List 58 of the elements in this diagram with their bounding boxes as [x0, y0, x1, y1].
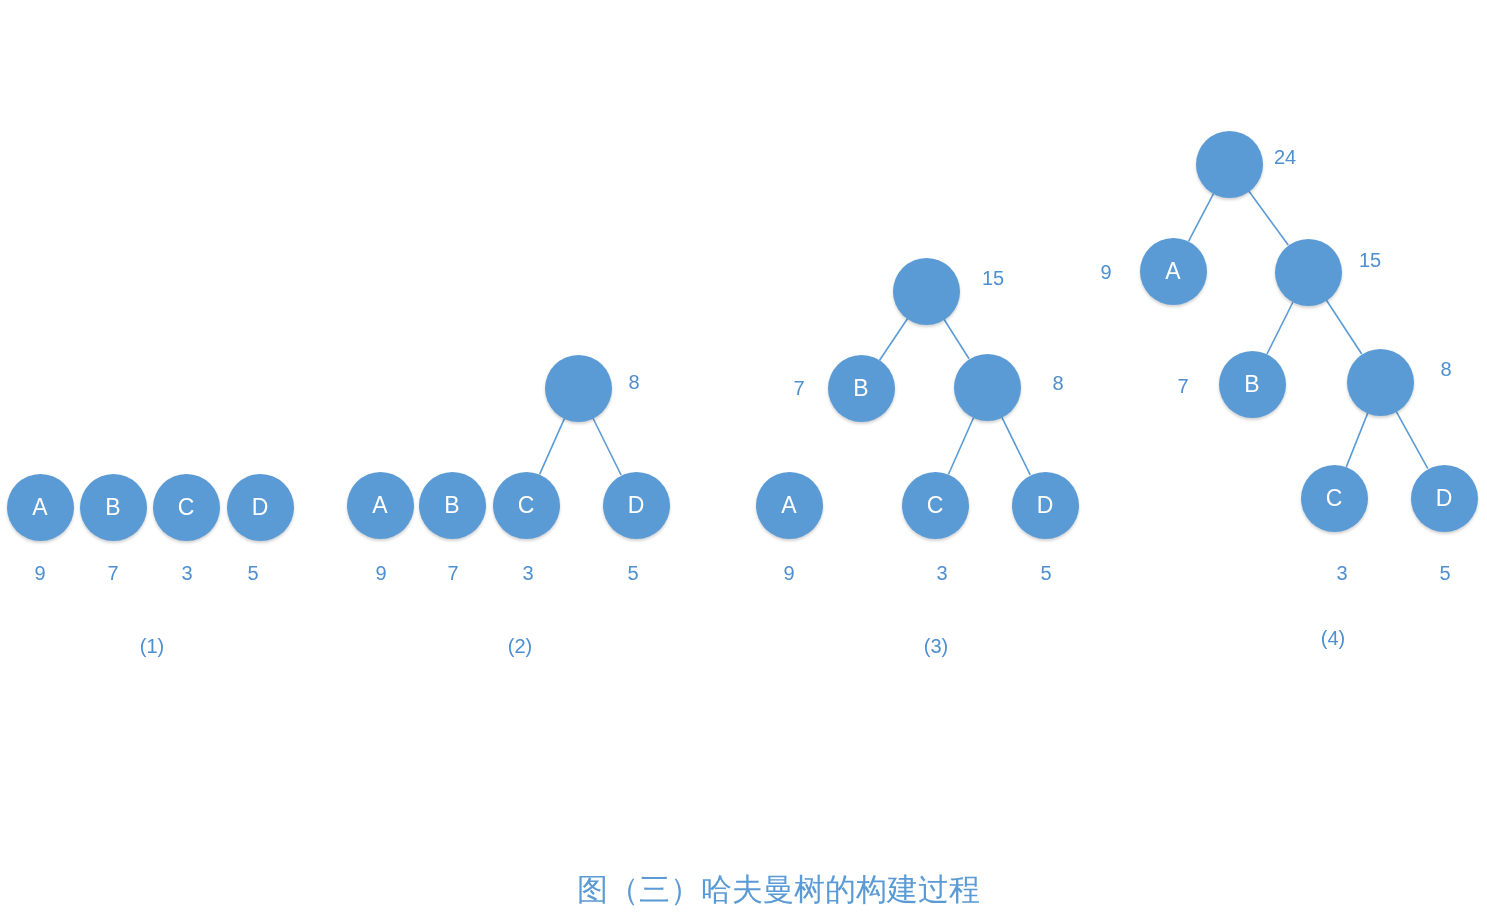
branch-line	[1187, 192, 1215, 243]
tree-node: D	[1410, 464, 1478, 532]
weight-label: 9	[34, 563, 46, 583]
branch-line	[943, 318, 970, 360]
weight-label: 3	[522, 563, 534, 583]
panel-label: (4)	[1320, 628, 1346, 648]
tree-node: A	[1139, 237, 1207, 305]
branch-line	[1395, 410, 1429, 470]
weight-label: 9	[1100, 262, 1112, 282]
weight-label: 8	[1440, 359, 1452, 379]
weight-label: 5	[1439, 563, 1451, 583]
branch-line	[1001, 416, 1031, 476]
panel-label: (1)	[139, 636, 165, 656]
tree-node: A	[755, 471, 823, 539]
tree-node: D	[1011, 471, 1079, 539]
tree-node: B	[418, 471, 486, 539]
panel-label: (2)	[507, 636, 533, 656]
tree-node: B	[79, 473, 147, 541]
tree-node	[953, 353, 1021, 421]
branch-line	[1248, 190, 1289, 246]
tree-node: C	[1300, 464, 1368, 532]
tree-node: C	[492, 471, 560, 539]
tree-node: D	[602, 471, 670, 539]
figure-caption: 图（三）哈夫曼树的构建过程	[576, 872, 980, 908]
weight-label: 3	[181, 563, 193, 583]
branch-line	[878, 318, 909, 361]
tree-node: B	[1218, 350, 1286, 418]
branch-line	[592, 417, 622, 476]
weight-label: 5	[247, 563, 259, 583]
weight-label: 7	[793, 378, 805, 398]
weight-label: 8	[1052, 373, 1064, 393]
weight-label: 7	[107, 563, 119, 583]
weight-label: 7	[1177, 376, 1189, 396]
tree-node: C	[901, 471, 969, 539]
tree-node: A	[6, 473, 74, 541]
tree-node	[1274, 238, 1342, 306]
weight-label: 3	[936, 563, 948, 583]
branch-line	[1345, 412, 1369, 468]
weight-label: 9	[375, 563, 387, 583]
panel-label: (3)	[923, 636, 949, 656]
weight-label: 8	[628, 372, 640, 392]
branch-line	[1325, 299, 1363, 355]
weight-label: 24	[1273, 147, 1297, 167]
weight-label: 3	[1336, 563, 1348, 583]
tree-node: B	[827, 354, 895, 422]
branch-line	[538, 417, 566, 476]
weight-label: 15	[981, 268, 1005, 288]
weight-label: 7	[447, 563, 459, 583]
branch-line	[1266, 301, 1294, 355]
branch-line	[947, 416, 975, 476]
weight-label: 15	[1358, 250, 1382, 270]
weight-label: 5	[627, 563, 639, 583]
tree-node: C	[152, 473, 220, 541]
tree-node: A	[346, 471, 414, 539]
weight-label: 5	[1040, 563, 1052, 583]
weight-label: 9	[783, 563, 795, 583]
tree-node	[1346, 348, 1414, 416]
tree-node: D	[226, 473, 294, 541]
